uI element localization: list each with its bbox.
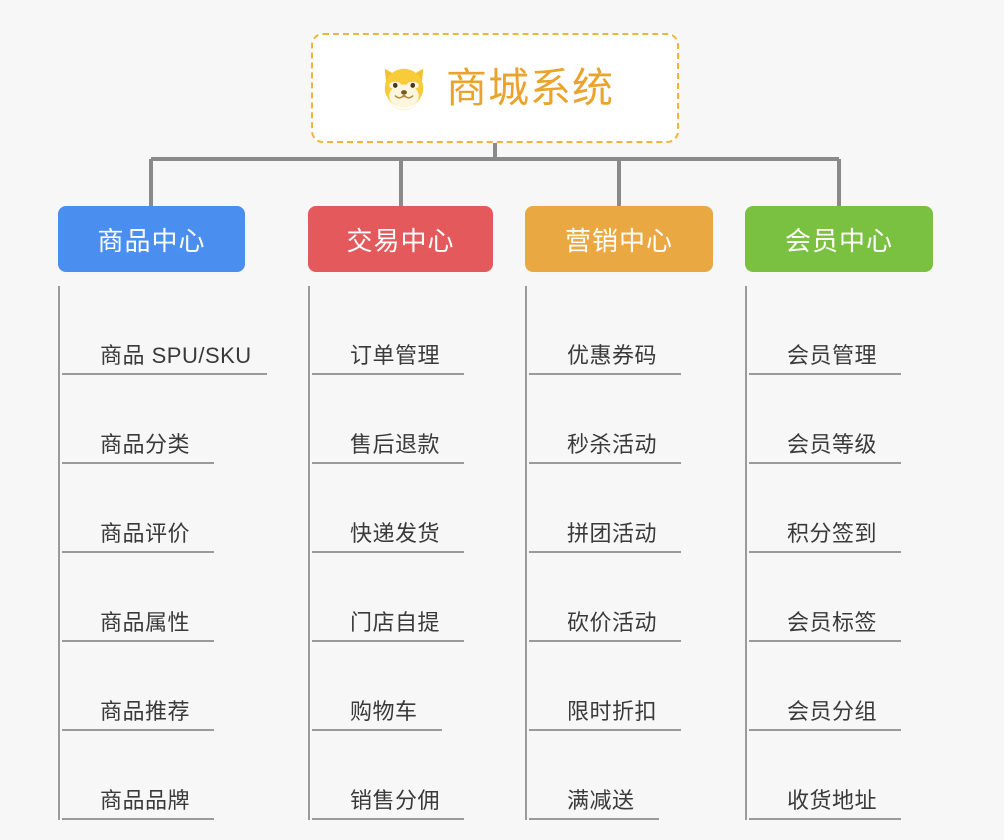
leaf-list-trade-center: 订单管理 售后退款 快递发货 门店自提 购物车 销售分佣: [308, 286, 493, 820]
leaf-label: 会员等级: [787, 432, 878, 457]
leaf-underline: [529, 551, 681, 553]
branch-header-marketing-center[interactable]: 营销中心: [525, 206, 713, 272]
leaf-list-member-center: 会员管理 会员等级 积分签到 会员标签 会员分组 收货地址: [745, 286, 933, 820]
leaf-underline: [749, 729, 901, 731]
leaf-underline: [312, 640, 464, 642]
leaf-label: 商品评价: [100, 521, 191, 546]
branch-member-center: 会员中心 会员管理 会员等级 积分签到 会员标签 会员分组: [745, 206, 933, 820]
leaf-underline: [749, 373, 901, 375]
leaf-label: 快递发货: [350, 521, 441, 546]
leaf-label: 限时折扣: [567, 699, 658, 724]
leaf-underline: [749, 551, 901, 553]
leaf-label: 会员管理: [787, 343, 878, 368]
root-title: 商城系统: [446, 64, 614, 111]
leaf-underline: [312, 818, 464, 820]
list-item[interactable]: 售后退款: [312, 375, 493, 464]
leaf-list-product-center: 商品 SPU/SKU 商品分类 商品评价 商品属性 商品推荐 商品品牌: [58, 286, 267, 820]
branch-product-center: 商品中心 商品 SPU/SKU 商品分类 商品评价 商品属性 商品推荐: [58, 206, 267, 820]
leaf-label: 商品属性: [100, 610, 191, 635]
leaf-spine: [308, 286, 310, 820]
leaf-label: 会员分组: [787, 699, 878, 724]
list-item[interactable]: 商品属性: [62, 553, 252, 642]
shiba-dog-face-icon: [384, 68, 424, 111]
list-item[interactable]: 商品 SPU/SKU: [62, 286, 267, 375]
leaf-label: 订单管理: [350, 343, 441, 368]
branch-trade-center: 交易中心 订单管理 售后退款 快递发货 门店自提 购物车: [308, 206, 493, 820]
root-node[interactable]: 商城系统: [311, 33, 679, 143]
leaf-label: 收货地址: [787, 788, 878, 813]
leaf-list-marketing-center: 优惠券码 秒杀活动 拼团活动 砍价活动 限时折扣 满减送: [525, 286, 713, 820]
list-item[interactable]: 商品推荐: [62, 642, 252, 731]
list-item[interactable]: 快递发货: [312, 464, 493, 553]
list-item[interactable]: 会员管理: [749, 286, 933, 375]
leaf-underline: [62, 640, 214, 642]
list-item[interactable]: 秒杀活动: [529, 375, 713, 464]
leaf-label: 满减送: [567, 788, 635, 813]
leaf-underline: [312, 462, 464, 464]
leaf-label: 商品 SPU/SKU: [100, 343, 252, 368]
leaf-spine: [745, 286, 747, 820]
leaf-underline: [312, 551, 464, 553]
list-item[interactable]: 拼团活动: [529, 464, 713, 553]
leaf-underline: [529, 729, 681, 731]
leaf-label: 商品品牌: [100, 788, 191, 813]
leaf-label: 商品分类: [100, 432, 191, 457]
leaf-label: 优惠券码: [567, 343, 658, 368]
branch-header-trade-center[interactable]: 交易中心: [308, 206, 493, 272]
list-item[interactable]: 满减送: [529, 731, 713, 820]
branch-marketing-center: 营销中心 优惠券码 秒杀活动 拼团活动 砍价活动 限时折扣: [525, 206, 713, 820]
list-item[interactable]: 购物车: [312, 642, 493, 731]
list-item[interactable]: 优惠券码: [529, 286, 713, 375]
list-item[interactable]: 会员等级: [749, 375, 933, 464]
branch-label: 营销中心: [564, 225, 673, 256]
list-item[interactable]: 商品评价: [62, 464, 252, 553]
list-item[interactable]: 积分签到: [749, 464, 933, 553]
leaf-underline: [62, 462, 214, 464]
leaf-underline: [529, 373, 681, 375]
list-item[interactable]: 砍价活动: [529, 553, 713, 642]
leaf-label: 秒杀活动: [567, 432, 658, 457]
leaf-label: 拼团活动: [567, 521, 658, 546]
leaf-underline: [312, 729, 442, 731]
leaf-label: 门店自提: [350, 610, 441, 635]
leaf-label: 会员标签: [787, 610, 878, 635]
leaf-underline: [62, 729, 214, 731]
list-item[interactable]: 会员分组: [749, 642, 933, 731]
list-item[interactable]: 会员标签: [749, 553, 933, 642]
leaf-label: 售后退款: [350, 432, 441, 457]
leaf-underline: [749, 818, 901, 820]
leaf-spine: [58, 286, 60, 820]
leaf-label: 砍价活动: [567, 610, 658, 635]
list-item[interactable]: 商品品牌: [62, 731, 252, 820]
leaf-underline: [62, 373, 267, 375]
list-item[interactable]: 门店自提: [312, 553, 493, 642]
leaf-underline: [749, 462, 901, 464]
leaf-underline: [529, 818, 659, 820]
list-item[interactable]: 商品分类: [62, 375, 252, 464]
leaf-underline: [749, 640, 901, 642]
list-item[interactable]: 销售分佣: [312, 731, 493, 820]
list-item[interactable]: 订单管理: [312, 286, 493, 375]
leaf-label: 购物车: [350, 699, 418, 724]
branch-label: 交易中心: [346, 225, 455, 256]
leaf-label: 销售分佣: [350, 788, 441, 813]
leaf-underline: [529, 640, 681, 642]
leaf-label: 商品推荐: [100, 699, 191, 724]
leaf-underline: [529, 462, 681, 464]
branch-label: 会员中心: [784, 225, 893, 256]
leaf-label: 积分签到: [787, 521, 878, 546]
branch-header-member-center[interactable]: 会员中心: [745, 206, 933, 272]
branch-label: 商品中心: [97, 225, 206, 256]
list-item[interactable]: 限时折扣: [529, 642, 713, 731]
list-item[interactable]: 收货地址: [749, 731, 933, 820]
leaf-underline: [62, 551, 214, 553]
leaf-underline: [312, 373, 464, 375]
branch-header-product-center[interactable]: 商品中心: [58, 206, 245, 272]
leaf-spine: [525, 286, 527, 820]
leaf-underline: [62, 818, 214, 820]
